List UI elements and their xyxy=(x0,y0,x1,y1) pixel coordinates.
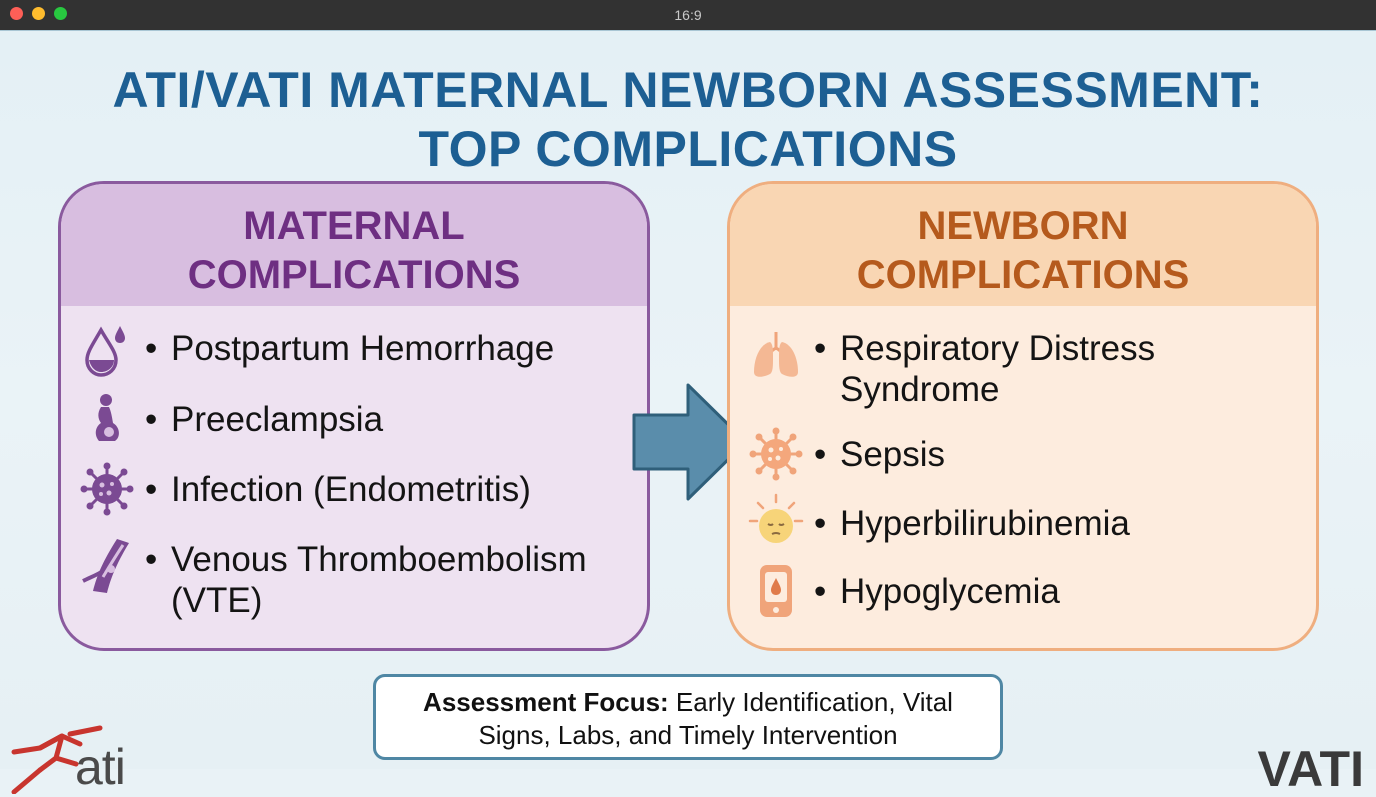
ati-logo-text: ati xyxy=(75,739,126,795)
bullet: • xyxy=(814,504,827,543)
assessment-focus-label: Assessment Focus: xyxy=(423,687,669,717)
bullet: • xyxy=(814,435,827,474)
item-text: Hypoglycemia xyxy=(840,572,1060,611)
jaundiced-baby-icon xyxy=(748,493,804,543)
glucometer-icon xyxy=(760,565,792,617)
maximize-window-button[interactable] xyxy=(54,7,67,20)
slide-title-line-2: TOP COMPLICATIONS xyxy=(418,121,958,177)
virus-icon xyxy=(80,462,134,516)
bullet: • xyxy=(145,329,158,368)
assessment-focus-box: Assessment Focus: Early Identification, … xyxy=(373,674,1003,760)
window-titlebar: 16:9 xyxy=(0,0,1376,30)
vati-logo-text: VATI xyxy=(1257,741,1364,797)
newborn-panel-heading: NEWBORN COMPLICATIONS xyxy=(730,184,1316,306)
bullet: • xyxy=(145,540,158,579)
item-text: Postpartum Hemorrhage xyxy=(171,329,555,368)
item-text: Preeclampsia xyxy=(171,400,384,439)
newborn-heading-line-2: COMPLICATIONS xyxy=(856,253,1190,297)
item-text: Respiratory Distress Syndrome xyxy=(840,329,1156,409)
maternal-complications-panel: MATERNAL COMPLICATIONS • Postpartum Hemo… xyxy=(58,181,650,651)
bacteria-icon xyxy=(749,427,803,481)
bullet: • xyxy=(145,400,158,439)
maternal-heading-line-1: MATERNAL xyxy=(243,204,465,248)
item-text: Infection (Endometritis) xyxy=(171,470,531,509)
item-text: Hyperbilirubinemia xyxy=(840,504,1130,543)
slide-title-line-1: ATI/VATI MATERNAL NEWBORN ASSESSMENT: xyxy=(112,62,1264,118)
item-text: Sepsis xyxy=(840,435,946,474)
bullet: • xyxy=(814,329,827,368)
lungs-icon xyxy=(754,332,798,377)
assessment-focus-text-line-2: Signs, Labs, and Timely Intervention xyxy=(478,720,898,750)
bullet: • xyxy=(814,572,827,611)
pregnant-woman-icon xyxy=(95,394,119,441)
maternal-heading-line-2: COMPLICATIONS xyxy=(187,253,521,297)
item-text: Venous Thromboembolism (VTE) xyxy=(171,540,587,620)
arrow-right-icon xyxy=(632,383,748,501)
blood-vessel-clot-icon xyxy=(82,539,129,593)
slide-title: ATI/VATI MATERNAL NEWBORN ASSESSMENT: TO… xyxy=(20,61,1356,179)
slide: ATI/VATI MATERNAL NEWBORN ASSESSMENT: TO… xyxy=(0,30,1376,795)
newborn-heading-line-1: NEWBORN xyxy=(917,204,1129,248)
window-title: 16:9 xyxy=(674,7,702,23)
blood-drop-icon xyxy=(85,326,125,377)
minimize-window-button[interactable] xyxy=(32,7,45,20)
assessment-focus-text-line-1: Early Identification, Vital xyxy=(668,687,953,717)
newborn-complications-panel: NEWBORN COMPLICATIONS • Respiratory Dist… xyxy=(727,181,1319,651)
bullet: • xyxy=(145,470,158,509)
close-window-button[interactable] xyxy=(10,7,23,20)
maternal-panel-heading: MATERNAL COMPLICATIONS xyxy=(61,184,647,306)
